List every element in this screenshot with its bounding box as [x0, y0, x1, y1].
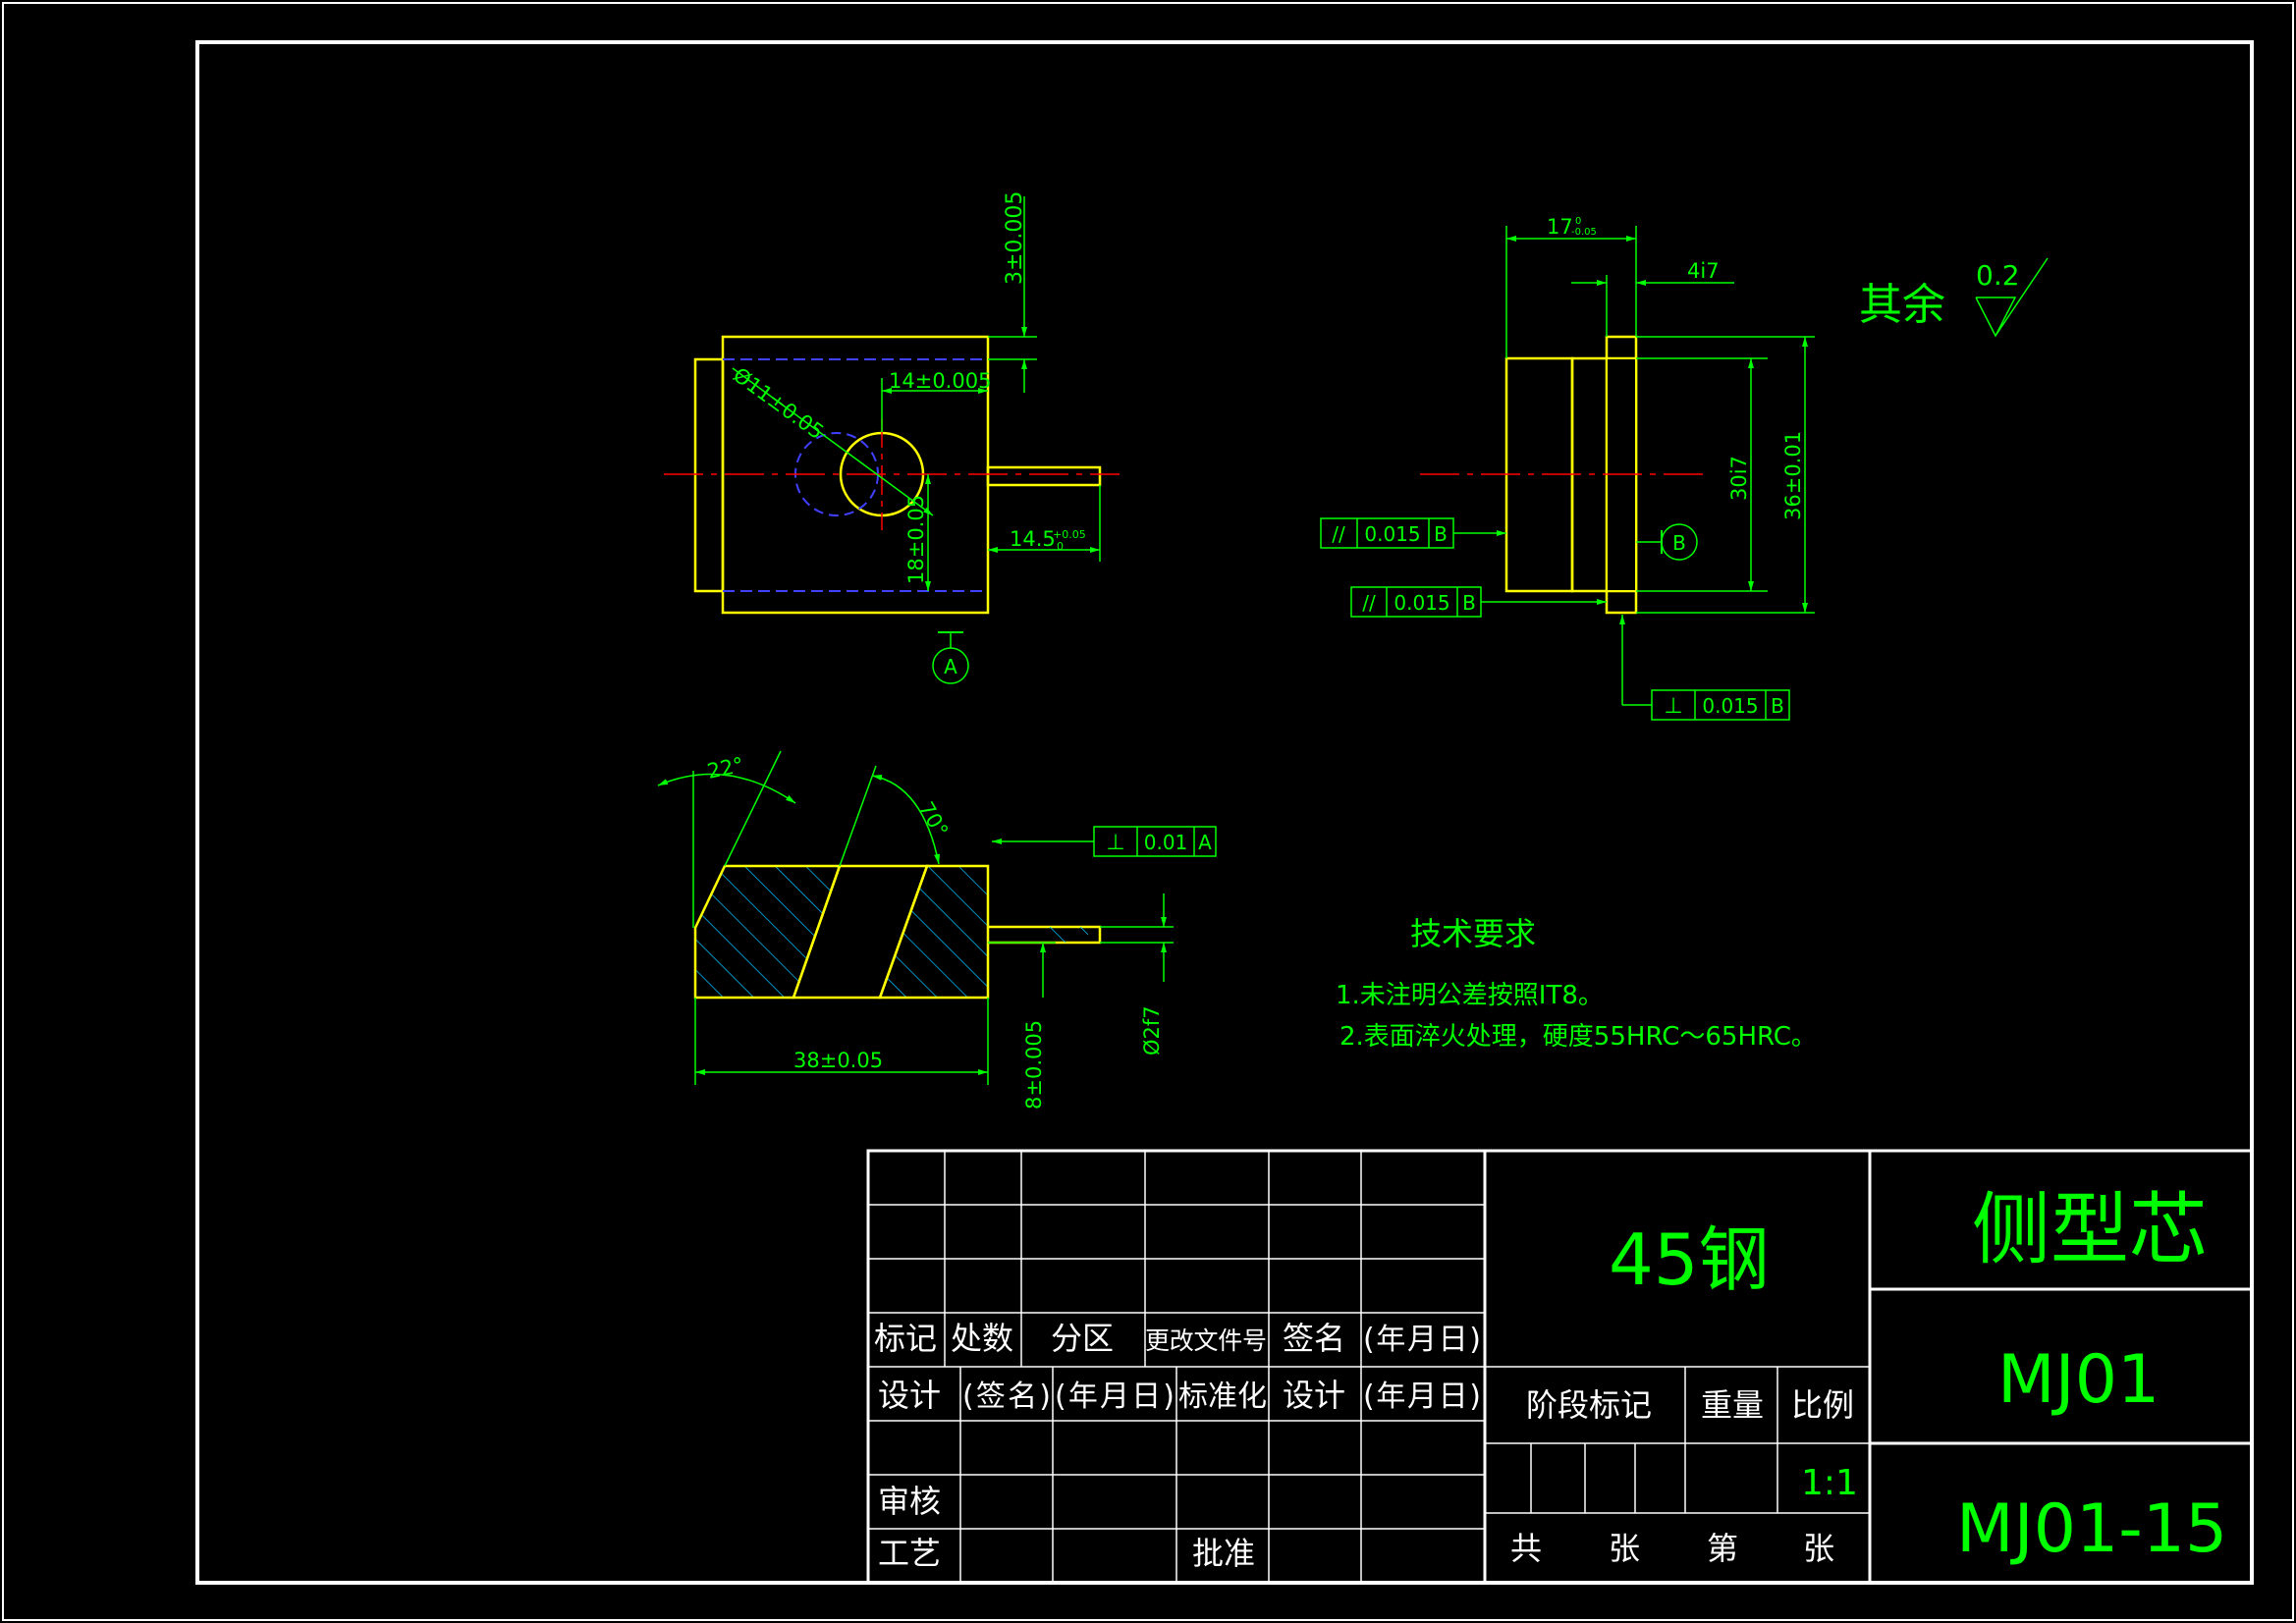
- front-view: 3±0.005 Ø11±0.05 14±0.005 18±0.05 14.5 +…: [664, 191, 1120, 684]
- tb-approve: 批准: [1192, 1535, 1255, 1572]
- fcf-1-value: 0.015: [1364, 522, 1420, 546]
- dim-vertical-text: 18±0.05: [904, 495, 928, 584]
- tb-material: 45钢: [1609, 1218, 1770, 1301]
- surface-finish-value: 0.2: [1976, 259, 2020, 292]
- tb-sheet-total: 共: [1510, 1530, 1542, 1567]
- surface-finish: 其余 0.2: [1859, 257, 2049, 338]
- fcf-section-symbol: ⊥: [1106, 831, 1124, 855]
- section-hatch-3: [878, 864, 990, 1000]
- tech-requirements: 技术要求 1.未注明公差按照IT8。 2.表面淬火处理，硬度55HRC～65HR…: [1336, 915, 1817, 1052]
- dim-width-tol-upper: 0: [1575, 216, 1581, 227]
- tb-standard: 标准化: [1178, 1380, 1267, 1414]
- datum-a-circle: [932, 647, 969, 684]
- angle-arc: [871, 774, 940, 865]
- fcf-1-datum: B: [1434, 522, 1448, 546]
- dim-hole-text: Ø11±0.05: [729, 363, 828, 445]
- dim-height-text: 8±0.005: [1022, 1020, 1046, 1109]
- fcf-section-value: 0.01: [1144, 831, 1188, 854]
- dim-pin-tol-lower: 0: [1057, 540, 1064, 553]
- tb-weight: 重量: [1701, 1386, 1764, 1424]
- tech-item-1: 1.未注明公差按照IT8。: [1336, 981, 1604, 1010]
- dim-pin-dia-text: Ø2f7: [1140, 1005, 1164, 1055]
- ext-line: [839, 765, 877, 867]
- dim-step-text: 4i7: [1687, 259, 1720, 283]
- datum-a-text: A: [944, 655, 957, 678]
- tb-design-date: (年月日): [1055, 1380, 1175, 1414]
- dim-line: [732, 367, 934, 516]
- angle-1-text: 22°: [705, 753, 745, 784]
- tb-signature: 签名: [1283, 1320, 1345, 1357]
- dim-center-text: 14±0.005: [889, 369, 991, 393]
- tb-sheet-no: 第: [1707, 1530, 1738, 1567]
- dim-pin-text: 14.5: [1010, 527, 1056, 551]
- tb-sheet-unit-1: 张: [1609, 1530, 1640, 1567]
- fcf-3-datum: B: [1771, 694, 1784, 718]
- fcf-2-value: 0.015: [1394, 591, 1449, 615]
- dim-pin-tol-upper: +0.05: [1053, 528, 1086, 541]
- side-view: 17 0 -0.05 4i7 30i7 36±0.01 B // 0.015: [1320, 215, 1815, 721]
- ext-line: [724, 750, 782, 867]
- tb-drawing-no: MJ01-15: [1956, 1490, 2227, 1568]
- fcf-3-value: 0.015: [1702, 694, 1758, 718]
- fcf-3: ⊥ 0.015 B: [1651, 689, 1790, 721]
- surface-finish-label: 其余: [1859, 280, 1945, 330]
- front-left-flange: [693, 357, 725, 593]
- tb-design-sign: (签名): [962, 1380, 1051, 1414]
- dim-width-tol-lower: -0.05: [1571, 227, 1597, 238]
- tech-title: 技术要求: [1410, 915, 1536, 952]
- tb-stage-mark: 阶段标记: [1526, 1386, 1652, 1424]
- tb-code: MJ01: [1997, 1341, 2159, 1419]
- datum-b-text: B: [1672, 531, 1686, 555]
- fcf-section: ⊥ 0.01 A: [1093, 826, 1217, 857]
- fcf-section-datum: A: [1198, 831, 1212, 854]
- section-hatch-1: [693, 864, 842, 1000]
- angle-arc: [657, 773, 796, 804]
- tech-item-2: 2.表面淬火处理，硬度55HRC～65HRC。: [1339, 1022, 1817, 1052]
- dim-width-text: 17: [1547, 215, 1573, 239]
- dim-top-text: 3±0.005: [1003, 191, 1027, 285]
- tb-change-doc: 更改文件号: [1145, 1326, 1267, 1355]
- tb-design-date-2: (年月日): [1363, 1380, 1481, 1414]
- title-block-green: 45钢 1:1 侧型芯 MJ01 MJ01-15: [1609, 1184, 2227, 1568]
- fcf-1: // 0.015 B: [1320, 517, 1454, 549]
- title-block-text: 标记 处数 分区 更改文件号 签名 (年月日) 设计 (签名) (年月日) 标准…: [874, 1320, 1854, 1572]
- angle-2-text: 70°: [914, 798, 953, 841]
- dim-inner-text: 30i7: [1727, 456, 1751, 501]
- fcf-3-symbol: ⊥: [1664, 694, 1682, 719]
- datum-b-circle: [1661, 523, 1698, 561]
- fcf-2: // 0.015 B: [1350, 586, 1482, 618]
- front-pin: [986, 465, 1102, 487]
- fcf-2-symbol: //: [1362, 591, 1376, 615]
- tb-scale-value: 1:1: [1801, 1463, 1858, 1503]
- tb-process: 工艺: [878, 1535, 941, 1572]
- title-block: [866, 1149, 2254, 1585]
- tb-count: 处数: [951, 1320, 1013, 1357]
- dim-length-text: 38±0.05: [793, 1049, 883, 1072]
- tb-design: 设计: [878, 1377, 941, 1414]
- section-pin-hatch: [1041, 927, 1088, 943]
- tb-design-2: 设计: [1283, 1377, 1345, 1414]
- roughness-symbol: [1975, 257, 2049, 338]
- tb-date: (年月日): [1363, 1323, 1481, 1357]
- section-view: 22° 70° ⊥ 0.01 A 38±0.05 8±0.005 Ø2f7: [657, 750, 1217, 1109]
- dim-outer-text: 36±0.01: [1781, 431, 1805, 520]
- tb-zone: 分区: [1051, 1320, 1114, 1357]
- tb-scale-label: 比例: [1791, 1386, 1854, 1424]
- fcf-2-datum: B: [1462, 591, 1476, 615]
- tb-part-name: 侧型芯: [1972, 1184, 2208, 1275]
- tb-sheet-unit-2: 张: [1803, 1530, 1834, 1567]
- tb-mark: 标记: [874, 1320, 937, 1357]
- fcf-1-symbol: //: [1332, 522, 1345, 546]
- tb-review: 审核: [878, 1483, 941, 1520]
